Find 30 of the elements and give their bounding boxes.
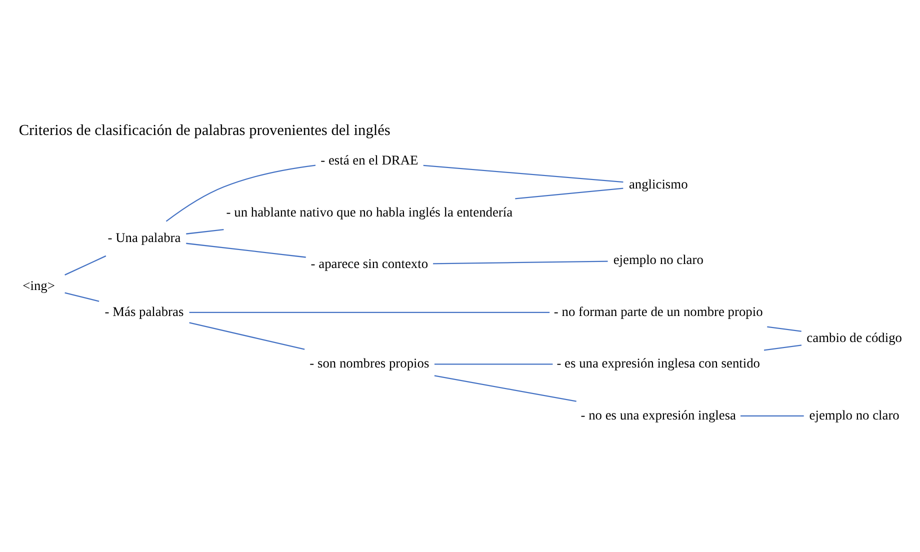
node-text: anglicismo xyxy=(628,176,688,192)
connector xyxy=(64,292,100,302)
connector xyxy=(740,415,804,416)
connector xyxy=(186,242,306,258)
node-text: - aparece sin contexto xyxy=(310,256,428,272)
connector xyxy=(434,364,553,365)
connector xyxy=(764,344,802,351)
connector xyxy=(423,164,624,183)
connector xyxy=(166,164,316,222)
connector xyxy=(189,322,305,350)
node-text: - son nombres propios xyxy=(310,356,430,371)
node-text: - Una palabra xyxy=(108,230,181,246)
node-text: - Más palabras xyxy=(104,304,184,319)
node-text: - un hablante nativo que no habla inglés la entendería xyxy=(226,204,513,220)
node-text: <ing> xyxy=(22,278,55,294)
connector xyxy=(433,260,608,264)
node-text: ejemplo no claro xyxy=(613,252,704,268)
node-text: - no forman parte de un nombre propio xyxy=(554,304,763,319)
node-text: - es una expresión inglesa con sentido xyxy=(556,356,760,371)
connector xyxy=(186,228,224,234)
connector xyxy=(189,312,550,313)
node-text: - no es una expresión inglesa xyxy=(580,407,736,422)
connector xyxy=(434,375,576,402)
node-text: ejemplo no claro xyxy=(809,407,900,422)
connector xyxy=(767,326,802,332)
connector xyxy=(64,255,106,276)
node-text: cambio de código xyxy=(806,330,902,345)
node-text: - está en el DRAE xyxy=(320,152,418,168)
connector xyxy=(515,188,624,200)
diagram-title: Criterios de clasificación de palabras provenientes del inglés xyxy=(18,122,390,139)
